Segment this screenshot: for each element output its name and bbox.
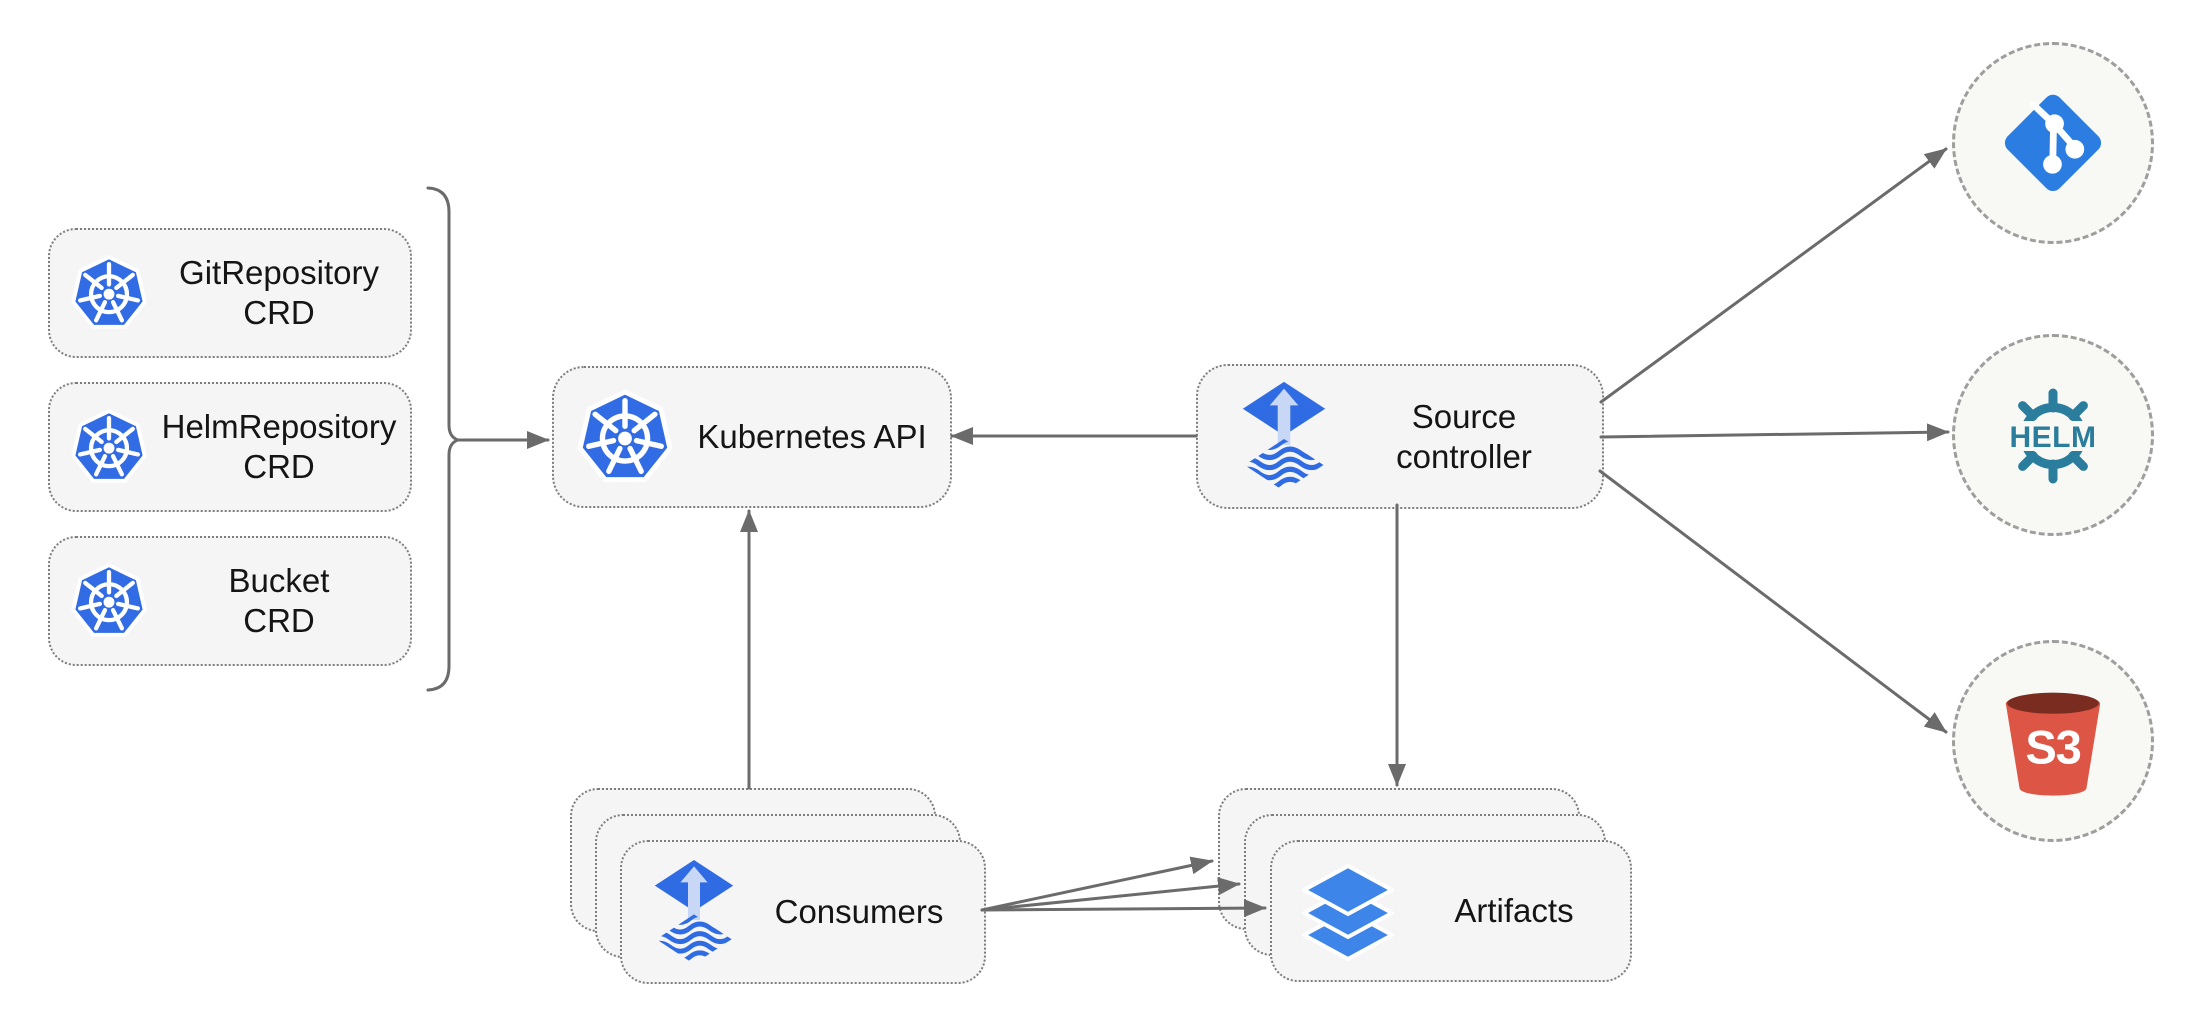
artifacts-node: Artifacts <box>1270 840 1632 982</box>
arrow-source-to-s3 <box>1598 469 1948 734</box>
consumers-node: Consumers <box>620 840 986 984</box>
git-source-circle <box>1952 42 2154 244</box>
gitrepository-crd-node: GitRepository CRD <box>48 228 412 358</box>
s3-label: S3 <box>2025 720 2080 773</box>
flux-source-icon <box>654 859 734 965</box>
arrow-consumers-to-artifacts-middle <box>980 877 1241 912</box>
git-branch-icon <box>2004 94 2102 192</box>
arrow-source-to-git <box>1599 147 1948 404</box>
bucket-crd-label: Bucket CRD <box>228 562 330 639</box>
s3-bucket-icon: S3 <box>2005 692 2101 796</box>
kubernetes-api-label: Kubernetes API <box>697 418 927 455</box>
kubernetes-icon <box>70 254 148 332</box>
helm-label: HELM <box>2010 421 2097 454</box>
gitrepository-crd-label: GitRepository CRD <box>179 254 379 331</box>
helmrepository-crd-label: HelmRepository CRD <box>161 408 397 485</box>
kubernetes-icon <box>576 388 674 486</box>
kubernetes-icon <box>70 562 148 640</box>
consumers-label: Consumers <box>774 893 944 930</box>
helm-wheel-icon: HELM <box>1997 388 2109 484</box>
source-controller-node: Source controller <box>1196 364 1604 509</box>
s3-source-circle: S3 <box>1952 640 2154 842</box>
helmrepository-crd-node: HelmRepository CRD <box>48 382 412 512</box>
source-controller-label: Source controller <box>1396 397 1532 475</box>
kubernetes-icon <box>70 408 148 486</box>
crd-group-brace <box>426 186 463 692</box>
flux-source-icon <box>1242 381 1326 492</box>
kubernetes-api-node: Kubernetes API <box>552 366 952 508</box>
artifacts-label: Artifacts <box>1454 892 1574 929</box>
bucket-crd-node: Bucket CRD <box>48 536 412 666</box>
helm-source-circle: HELM <box>1952 334 2154 536</box>
layers-icon <box>1302 864 1394 961</box>
arrow-source-to-helm <box>1599 423 1950 442</box>
arrow-consumers-to-artifacts-back <box>980 856 1214 912</box>
